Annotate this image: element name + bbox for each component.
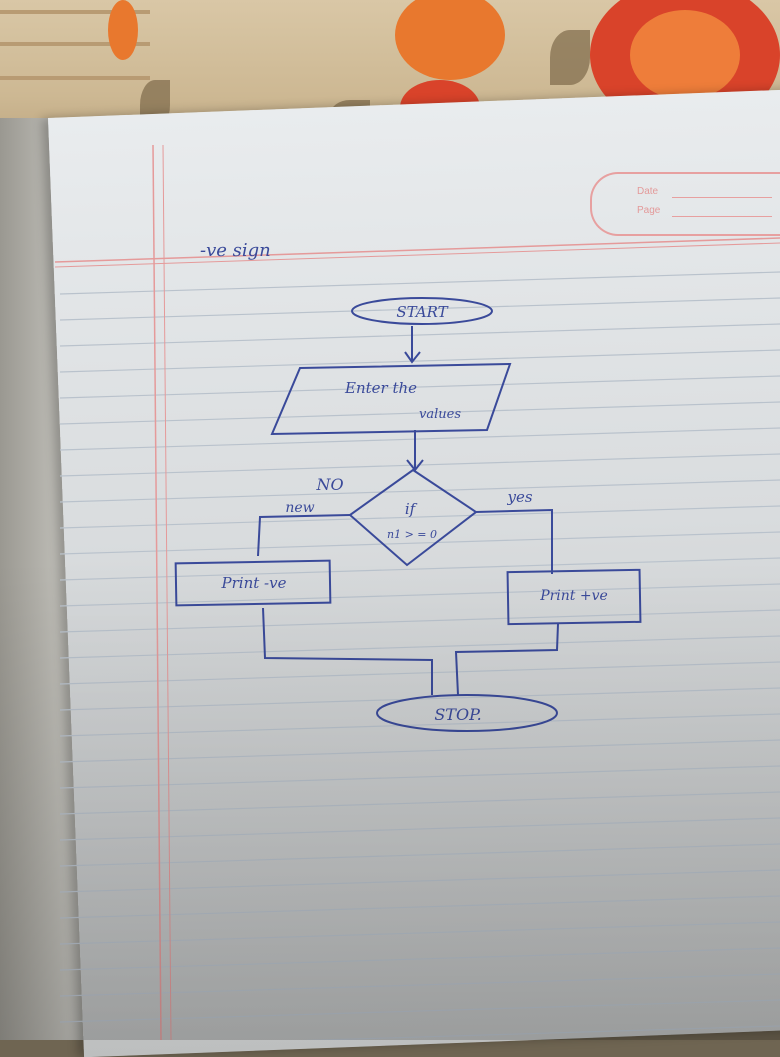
ruled-line bbox=[59, 661, 780, 685]
ruled-line bbox=[59, 921, 780, 945]
start-label: START bbox=[396, 303, 448, 321]
print-negative-label: Print -ve bbox=[221, 574, 287, 592]
decision-label-line2: n1 > = 0 bbox=[387, 528, 437, 541]
start-terminator bbox=[351, 297, 493, 325]
ruled-line bbox=[59, 583, 780, 607]
ruled-line bbox=[59, 323, 780, 347]
ruled-line bbox=[59, 973, 780, 997]
ruled-line bbox=[302, 1025, 780, 1040]
heading-text: -ve sign bbox=[200, 240, 271, 261]
leaf bbox=[550, 30, 590, 85]
connector-right-stop bbox=[454, 623, 559, 696]
ruled-line bbox=[59, 947, 780, 971]
ruled-line bbox=[59, 895, 780, 919]
print-positive-box bbox=[506, 568, 642, 626]
ruled-line bbox=[59, 817, 780, 841]
decision-diamond bbox=[348, 468, 478, 567]
input-parallelogram bbox=[270, 362, 512, 436]
no-branch-label: NO bbox=[315, 475, 343, 494]
flower-center bbox=[630, 10, 740, 100]
ruled-line bbox=[59, 479, 780, 503]
ruled-line bbox=[59, 375, 780, 399]
fabric-stripe bbox=[0, 42, 150, 46]
flower-left bbox=[108, 0, 138, 60]
ruled-line bbox=[59, 739, 780, 763]
ruled-line bbox=[59, 869, 780, 893]
ruled-line bbox=[59, 791, 780, 815]
ruled-line bbox=[59, 349, 780, 373]
header-line bbox=[54, 242, 780, 268]
stop-label: STOP. bbox=[434, 705, 481, 724]
print-negative-box bbox=[174, 559, 332, 607]
date-page-stamp bbox=[590, 172, 780, 236]
date-label: Date bbox=[637, 186, 659, 197]
connector-no bbox=[257, 514, 351, 557]
ruled-line bbox=[59, 427, 780, 451]
ruled-line bbox=[59, 505, 780, 529]
ruled-line bbox=[59, 687, 780, 711]
ruled-line bbox=[59, 635, 780, 659]
ruled-line bbox=[59, 999, 780, 1023]
ruled-lines bbox=[59, 271, 780, 1040]
ruled-line bbox=[59, 401, 780, 425]
arrowhead bbox=[406, 459, 424, 472]
fabric-stripe bbox=[0, 76, 150, 80]
input-label-line1: Enter the bbox=[344, 379, 417, 397]
ruled-line bbox=[59, 609, 780, 633]
yes-branch-label: yes bbox=[506, 488, 532, 506]
ruled-line bbox=[59, 531, 780, 555]
connector-left-stop bbox=[262, 607, 433, 695]
flower-orange bbox=[395, 0, 505, 80]
input-label-line2: values bbox=[419, 407, 461, 422]
ruled-line bbox=[59, 297, 780, 321]
header-line bbox=[54, 237, 780, 263]
margin-line bbox=[162, 144, 172, 1040]
no-branch-note: new bbox=[285, 500, 314, 516]
arrowhead bbox=[404, 351, 421, 364]
page-line bbox=[672, 216, 772, 217]
page-label: Page bbox=[637, 205, 661, 216]
ruled-line bbox=[59, 557, 780, 581]
ruled-line bbox=[59, 843, 780, 867]
date-line bbox=[672, 197, 772, 198]
ruled-line bbox=[59, 713, 780, 737]
print-positive-label: Print +ve bbox=[539, 588, 608, 604]
fabric-stripe bbox=[0, 10, 150, 14]
decision-label-line1: if bbox=[405, 500, 418, 518]
connector-yes bbox=[475, 508, 553, 574]
ruled-line bbox=[59, 271, 780, 295]
stop-terminator bbox=[376, 694, 558, 732]
ruled-line bbox=[59, 765, 780, 789]
margin-line bbox=[152, 144, 162, 1040]
